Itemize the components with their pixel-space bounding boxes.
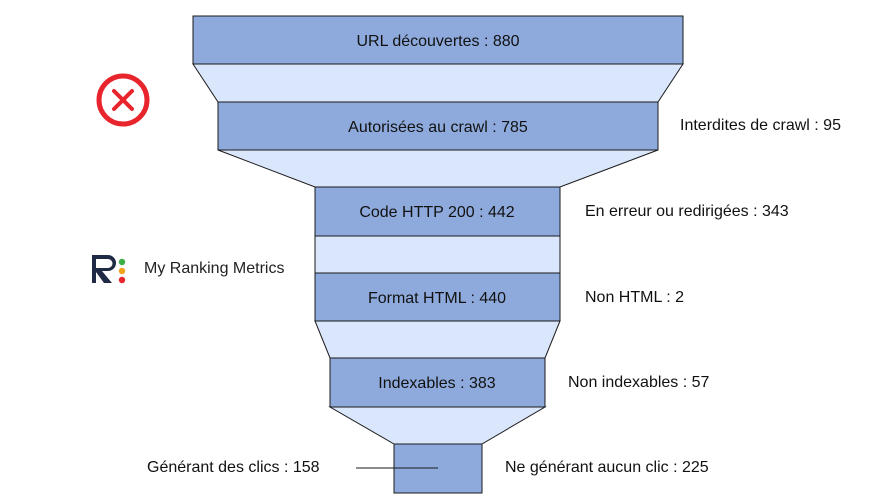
stage-bar-1	[192, 15, 684, 65]
close-icon	[96, 73, 150, 127]
connector-4	[314, 320, 561, 359]
stage-label-3: Code HTTP 200 : 442	[359, 204, 514, 221]
stage-bar-5	[329, 357, 546, 408]
connector-5	[328, 406, 547, 445]
dropoff-label-2: En erreur ou redirigées : 343	[585, 203, 789, 220]
connector-3	[314, 235, 561, 274]
brand-logo: My Ranking Metrics	[90, 253, 284, 285]
brand-name: My Ranking Metrics	[144, 260, 285, 277]
stage-label-4: Format HTML : 440	[368, 290, 506, 307]
stage-label-5: Indexables : 383	[378, 375, 496, 392]
dropoff-label-4: Non indexables : 57	[568, 374, 710, 391]
brand-mark-icon	[92, 255, 126, 284]
dropoff-label-5: Ne générant aucun clic : 225	[505, 459, 709, 476]
stage-label-2: Autorisées au crawl : 785	[348, 119, 528, 136]
stage-label-1: URL découvertes : 880	[356, 33, 519, 50]
dropoff-label-1: Interdites de crawl : 95	[680, 117, 841, 134]
connector-2	[217, 149, 659, 188]
stage-bar-3	[314, 186, 561, 237]
dropoff-label-3: Non HTML : 2	[585, 289, 684, 306]
stage-bar-2	[217, 101, 659, 151]
stage-label-6: Générant des clics : 158	[147, 459, 320, 476]
stage-bar-4	[314, 272, 561, 322]
connector-1	[192, 63, 684, 103]
